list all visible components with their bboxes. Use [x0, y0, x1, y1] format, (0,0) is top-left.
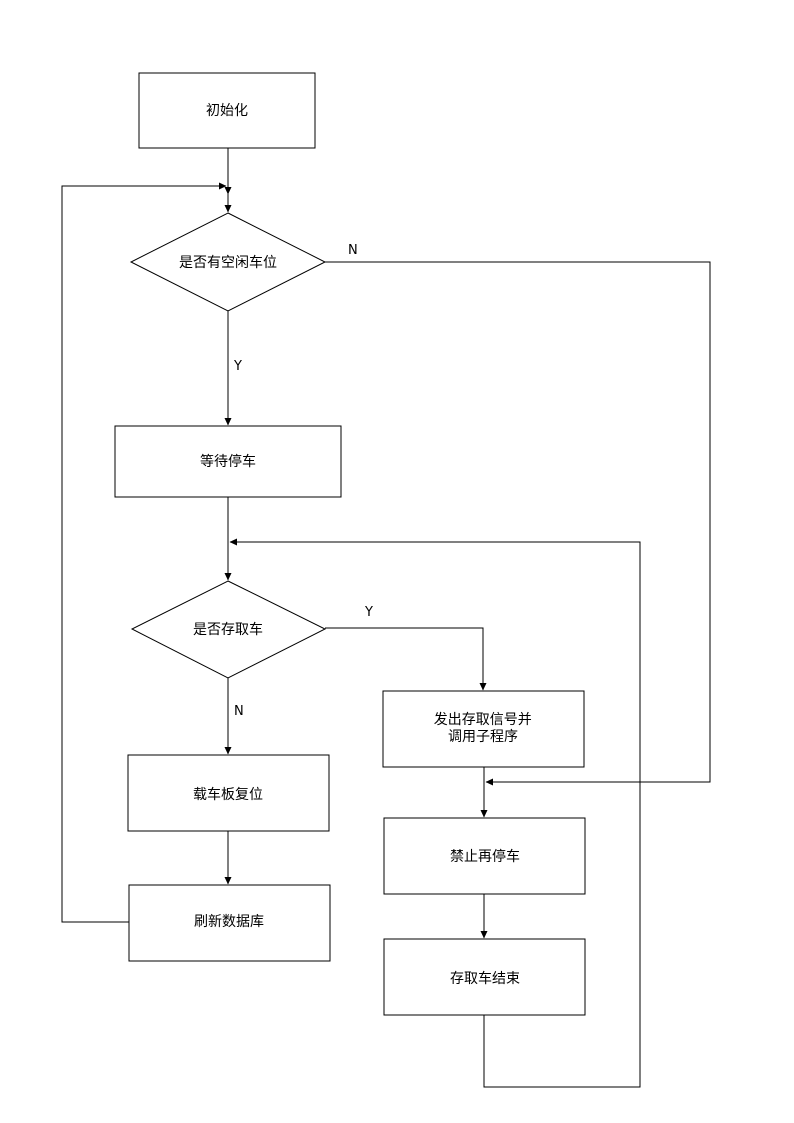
- wait-park-label: 等待停车: [200, 453, 256, 470]
- send-signal-box: [382, 690, 585, 768]
- label-free-space-yes: Y: [233, 359, 242, 374]
- store-end-label: 存取车结束: [450, 970, 520, 987]
- node-wait-park: 等待停车: [114, 425, 342, 498]
- free-space-diamond: [129, 212, 327, 312]
- node-refresh-db: 刷新数据库: [128, 884, 331, 962]
- node-no-parking: 禁止再停车: [383, 817, 586, 895]
- store-end-box: [383, 938, 586, 1016]
- refresh-db-box: [128, 884, 331, 962]
- label-free-space-no: N: [348, 243, 358, 258]
- store-retrieve-diamond: [130, 580, 327, 679]
- send-signal-label-line2: 调用子程序: [448, 729, 518, 745]
- edge-free-space-no: [325, 261, 711, 786]
- wait-park-box: [114, 425, 342, 498]
- node-send-signal: 发出存取信号并 调用子程序: [382, 690, 585, 768]
- edge-labels: N Y Y N: [233, 243, 373, 719]
- refresh-db-label: 刷新数据库: [194, 914, 264, 930]
- node-store-end: 存取车结束: [383, 938, 586, 1016]
- reset-plate-box: [127, 754, 330, 832]
- send-signal-label-line1: 发出存取信号并: [434, 712, 532, 728]
- edge-refresh-db-loop-back: [61, 182, 227, 923]
- init-label: 初始化: [206, 102, 248, 119]
- edge-store-retrieve-yes: [325, 627, 487, 691]
- node-free-space: 是否有空闲车位: [129, 212, 327, 312]
- connectors: [61, 148, 711, 1088]
- no-parking-box: [383, 817, 586, 895]
- node-store-retrieve: 是否存取车: [130, 580, 327, 679]
- reset-plate-label: 载车板复位: [193, 786, 263, 803]
- free-space-label: 是否有空闲车位: [179, 254, 277, 271]
- send-signal-label: 发出存取信号并 调用子程序: [434, 712, 536, 745]
- init-box: [138, 72, 316, 149]
- node-reset-plate: 载车板复位: [127, 754, 330, 832]
- store-retrieve-label: 是否存取车: [193, 621, 263, 638]
- label-store-retrieve-no: N: [234, 704, 244, 719]
- no-parking-label: 禁止再停车: [450, 848, 520, 865]
- node-init: 初始化: [138, 72, 316, 149]
- edge-store-end-loop-back: [229, 538, 641, 1088]
- label-store-retrieve-yes: Y: [364, 605, 373, 620]
